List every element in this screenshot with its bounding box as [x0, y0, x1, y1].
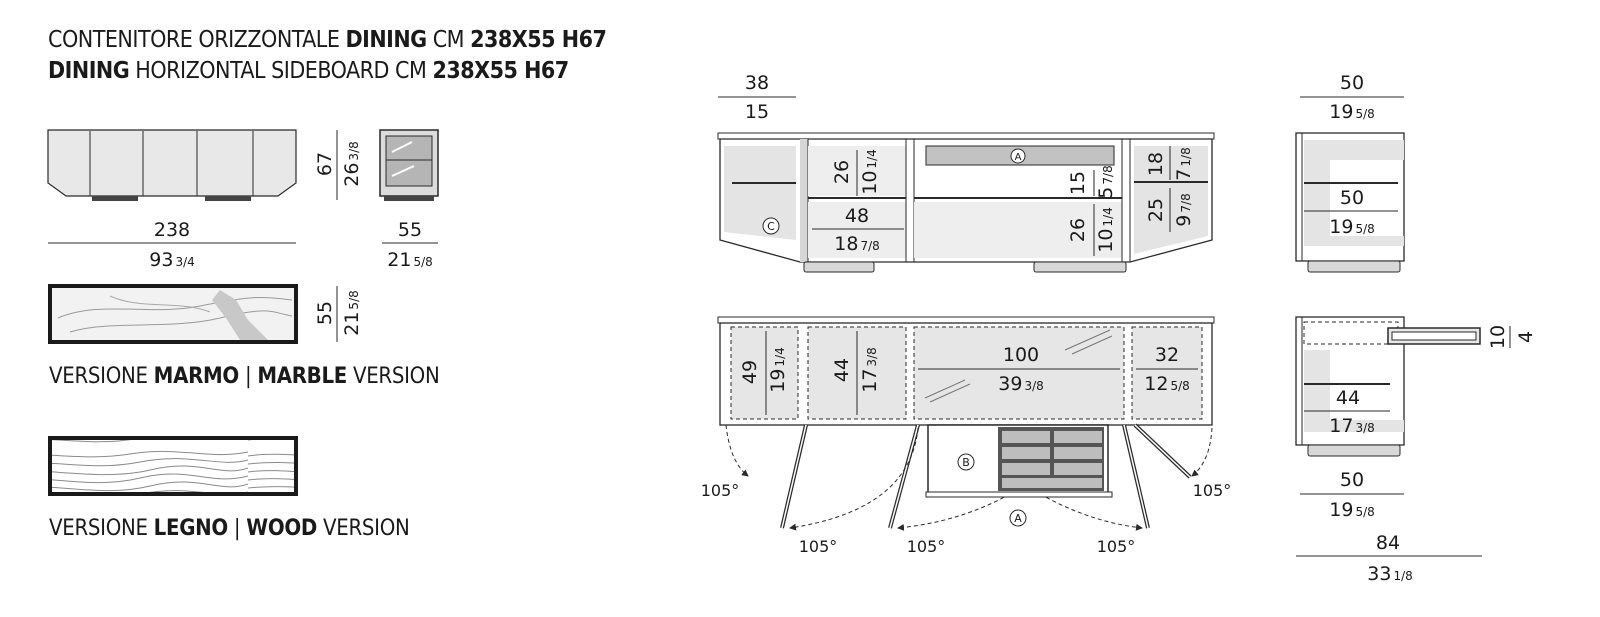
title-line-italian: CONTENITORE ORIZZONTALE DINING CM 238X55… [48, 27, 607, 53]
plan-c-cm: 100 [1003, 344, 1039, 366]
drawer-h-cm: 15 [1067, 171, 1089, 195]
depth-cm: 55 [398, 219, 422, 241]
marker-c: C [767, 220, 775, 233]
right-h1-in: 71/8 [1173, 147, 1195, 180]
drawer-ext-in: 4 [1515, 331, 1537, 343]
angle-left-center: 105° [799, 537, 838, 556]
marker-a-circle [1010, 148, 1026, 164]
angle-left: 105° [701, 481, 740, 500]
plan-a-in: 191/4 [767, 347, 789, 393]
base-cm: 38 [745, 72, 769, 94]
marker-a-plan: A [1014, 512, 1022, 525]
large-side-elevation [1295, 132, 1405, 273]
shelf-h1-cm: 26 [831, 160, 853, 184]
large-front-elevation [717, 132, 1215, 273]
angle-right: 105° [1193, 481, 1232, 500]
marker-c-circle [762, 217, 780, 235]
angle-right-center: 105° [1097, 537, 1136, 556]
shelf-w1-cm: 48 [845, 205, 869, 227]
marker-a: A [1015, 152, 1022, 163]
plan-b-in: 173/8 [859, 347, 881, 393]
right-h1-cm: 18 [1145, 152, 1167, 176]
plan-d-cm: 32 [1155, 344, 1179, 366]
angle-center: 105° [907, 537, 946, 556]
shelf-h2-in: 101/4 [1095, 207, 1117, 253]
side-inner-cm: 50 [1340, 187, 1364, 209]
marker-a2-circle [1009, 509, 1027, 527]
top-depth-in: 215/8 [341, 290, 363, 336]
wood-top-swatch [48, 436, 298, 496]
width-cm: 238 [154, 219, 190, 241]
right-h2-in: 97/8 [1173, 193, 1195, 226]
base-in: 15 [745, 101, 769, 123]
height-in: 263/8 [341, 141, 363, 187]
marker-b-circle [957, 453, 975, 471]
drawer-h-in: 57/8 [1095, 165, 1117, 198]
plan-a-cm: 49 [739, 360, 761, 384]
wood-version-caption: VERSIONE LEGNO | WOOD VERSION [49, 516, 410, 541]
small-front-elevation [47, 129, 297, 201]
top-depth-cm: 55 [314, 301, 336, 325]
side-top-cm: 50 [1340, 72, 1364, 94]
large-plan-view [717, 316, 1215, 531]
marble-top-swatch [48, 284, 298, 344]
total-depth-cm: 84 [1376, 532, 1400, 554]
side-plan-view [1295, 316, 1481, 457]
shelf-h1-in: 101/4 [859, 149, 881, 195]
right-h2-cm: 25 [1145, 198, 1167, 222]
side-bottom-cm: 50 [1340, 469, 1364, 491]
marker-b: B [962, 456, 970, 469]
plan-b-cm: 44 [831, 358, 853, 382]
title-line-english: DINING HORIZONTAL SIDEBOARD CM 238X55 H6… [48, 58, 569, 84]
small-side-elevation [379, 129, 439, 201]
height-cm: 67 [314, 152, 336, 176]
drawer-ext-cm: 10 [1487, 325, 1509, 349]
side-plan-cm: 44 [1336, 387, 1360, 409]
shelf-h2-cm: 26 [1067, 218, 1089, 242]
marble-version-caption: VERSIONE MARMO | MARBLE VERSION [49, 364, 440, 389]
